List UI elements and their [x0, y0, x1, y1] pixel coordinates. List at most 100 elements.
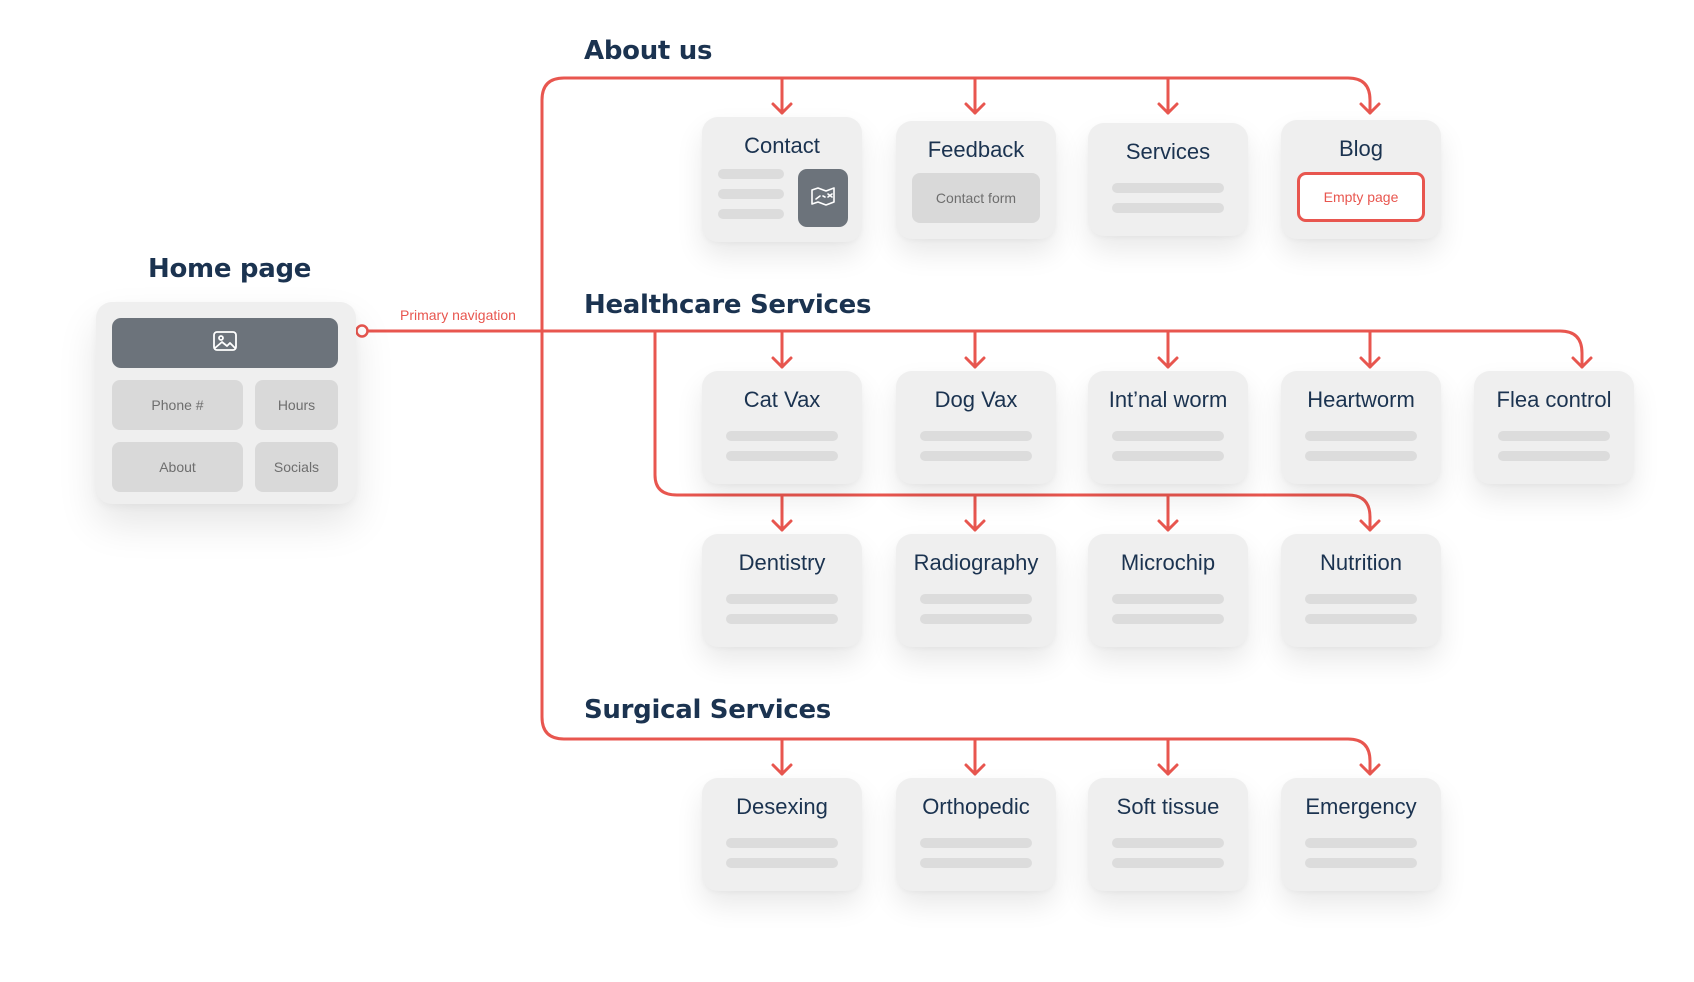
arrowhead — [1157, 102, 1179, 115]
cat-vax-card[interactable]: Cat Vax — [702, 371, 862, 484]
placeholder-line — [718, 169, 784, 179]
card-title: Emergency — [1305, 794, 1417, 819]
arrowhead — [771, 519, 793, 532]
placeholder-line — [1305, 858, 1417, 868]
main-spine-line — [540, 76, 1372, 115]
home-page-card[interactable]: Phone # Hours About Socials — [96, 302, 356, 504]
placeholder-line — [920, 838, 1032, 848]
navigation-origin-dot — [355, 324, 369, 338]
phone-button[interactable]: Phone # — [112, 380, 243, 430]
placeholder-line — [726, 451, 838, 461]
placeholder-line — [726, 594, 838, 604]
blog-card[interactable]: Blog Empty page — [1281, 120, 1441, 239]
healthcare-services-title: Healthcare Services — [584, 290, 872, 320]
contact-card[interactable]: Contact — [702, 117, 862, 242]
card-title: Desexing — [736, 794, 828, 819]
placeholder-line — [1305, 614, 1417, 624]
placeholder-line — [726, 858, 838, 868]
services-card[interactable]: Services — [1088, 123, 1248, 236]
placeholder-line — [1498, 451, 1610, 461]
card-title: Feedback — [927, 137, 1025, 162]
card-title: Flea control — [1496, 387, 1612, 412]
card-title: Int’nal worm — [1108, 387, 1228, 412]
arrowhead — [771, 356, 793, 369]
placeholder-line — [726, 614, 838, 624]
arrowhead — [1571, 356, 1593, 369]
socials-button[interactable]: Socials — [255, 442, 338, 492]
primary-navigation-label: Primary navigation — [400, 307, 516, 323]
dentistry-card[interactable]: Dentistry — [702, 534, 862, 647]
flea-control-card[interactable]: Flea control — [1474, 371, 1634, 484]
arrowhead — [964, 356, 986, 369]
arrowhead — [771, 763, 793, 776]
card-title: Nutrition — [1320, 550, 1402, 575]
placeholder-line — [1112, 451, 1224, 461]
card-title: Dog Vax — [934, 387, 1018, 412]
hours-button[interactable]: Hours — [255, 380, 338, 430]
radiography-card[interactable]: Radiography — [896, 534, 1056, 647]
orthopedic-card[interactable]: Orthopedic — [896, 778, 1056, 891]
placeholder-line — [1305, 451, 1417, 461]
contact-form-block: Contact form — [912, 173, 1040, 223]
arrowhead — [1157, 763, 1179, 776]
about-button[interactable]: About — [112, 442, 243, 492]
card-title: Orthopedic — [922, 794, 1030, 819]
arrowhead — [964, 102, 986, 115]
heartworm-card[interactable]: Heartworm — [1281, 371, 1441, 484]
placeholder-line — [920, 431, 1032, 441]
placeholder-line — [718, 209, 784, 219]
placeholder-line — [1112, 203, 1224, 213]
emergency-card[interactable]: Emergency — [1281, 778, 1441, 891]
card-title: Services — [1125, 139, 1211, 164]
arrowhead — [1157, 519, 1179, 532]
nutrition-card[interactable]: Nutrition — [1281, 534, 1441, 647]
map-icon — [810, 185, 836, 212]
healthcare-line — [540, 329, 1584, 369]
dog-vax-card[interactable]: Dog Vax — [896, 371, 1056, 484]
placeholder-line — [920, 858, 1032, 868]
healthcare-branch-line — [653, 329, 1372, 532]
contact-map-block — [798, 169, 848, 227]
placeholder-line — [1112, 838, 1224, 848]
placeholder-line — [718, 189, 784, 199]
placeholder-line — [1112, 858, 1224, 868]
placeholder-line — [920, 614, 1032, 624]
placeholder-line — [726, 431, 838, 441]
placeholder-line — [726, 838, 838, 848]
placeholder-line — [1112, 183, 1224, 193]
placeholder-line — [920, 594, 1032, 604]
feedback-card[interactable]: Feedback Contact form — [896, 121, 1056, 239]
arrowhead — [1359, 102, 1381, 115]
arrowhead — [1359, 356, 1381, 369]
placeholder-line — [1305, 431, 1417, 441]
about-us-title: About us — [584, 36, 713, 66]
card-title: Heartworm — [1307, 387, 1415, 412]
arrowhead — [964, 763, 986, 776]
placeholder-line — [1305, 838, 1417, 848]
microchip-card[interactable]: Microchip — [1088, 534, 1248, 647]
card-title: Blog — [1338, 136, 1384, 161]
placeholder-line — [1498, 431, 1610, 441]
soft-tissue-card[interactable]: Soft tissue — [1088, 778, 1248, 891]
arrowhead — [964, 519, 986, 532]
arrowhead — [771, 102, 793, 115]
surgical-services-title: Surgical Services — [584, 695, 831, 725]
arrowhead — [1359, 519, 1381, 532]
card-title: Contact — [744, 133, 820, 158]
empty-page-badge: Empty page — [1297, 172, 1425, 222]
card-title: Dentistry — [738, 550, 826, 575]
placeholder-line — [1305, 594, 1417, 604]
card-title: Soft tissue — [1116, 794, 1220, 819]
placeholder-line — [1112, 614, 1224, 624]
hero-image-block — [112, 318, 338, 368]
card-title: Radiography — [913, 550, 1039, 575]
card-title: Cat Vax — [743, 387, 821, 412]
intnal-worm-card[interactable]: Int’nal worm — [1088, 371, 1248, 484]
placeholder-line — [1112, 594, 1224, 604]
placeholder-line — [920, 451, 1032, 461]
desexing-card[interactable]: Desexing — [702, 778, 862, 891]
arrowhead — [1157, 356, 1179, 369]
home-page-title: Home page — [148, 254, 312, 284]
